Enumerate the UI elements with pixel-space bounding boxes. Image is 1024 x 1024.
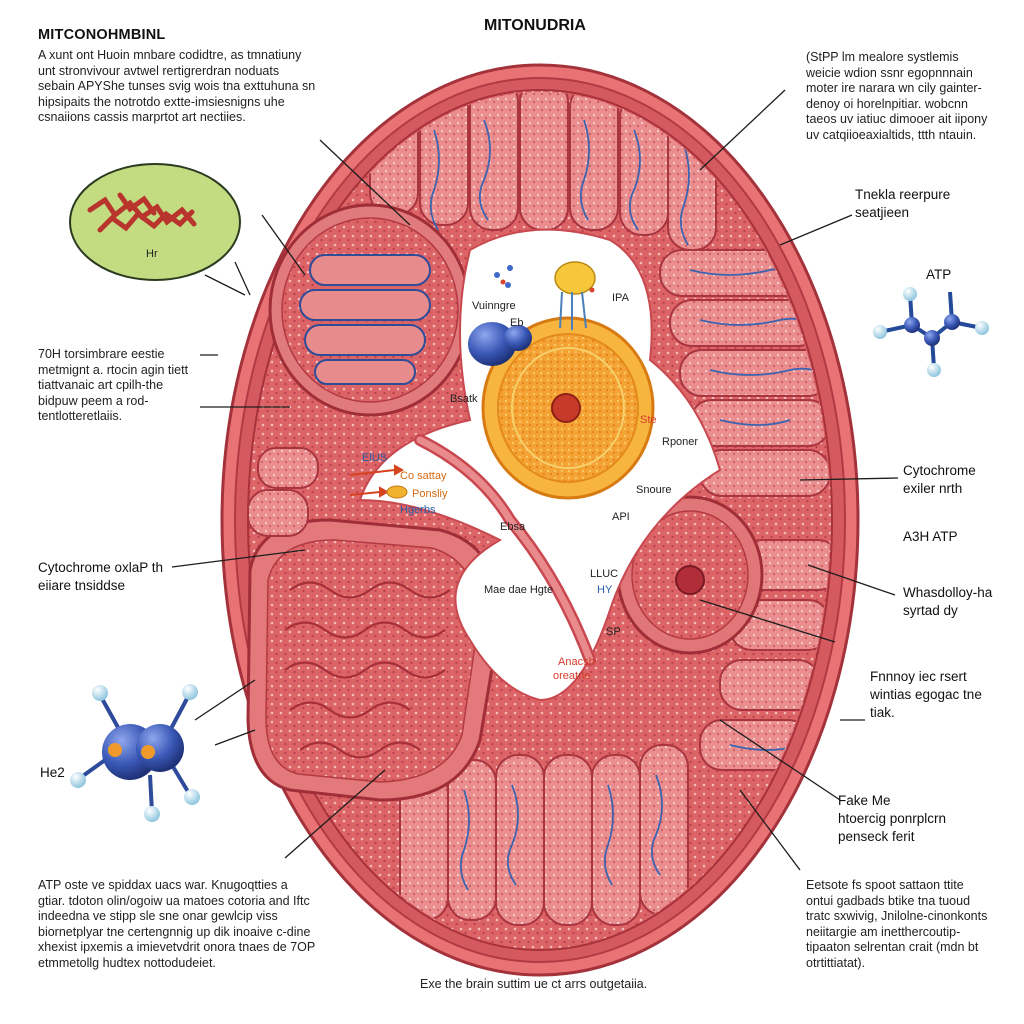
header-left: MITCONOHMBINL [38, 27, 166, 43]
label-enzyme-repair: Tnekla reerpure seatjieen [855, 187, 951, 220]
diagram-title: MITONUDRIA [484, 17, 586, 34]
label-cosaltay: Co sattay [400, 470, 447, 482]
label-ebsa: Ebsa [500, 521, 526, 533]
paragraph-bottom-left: ATP oste ve spiddax uacs war. Knugoqttie… [38, 878, 315, 970]
central-nucleus [481, 316, 655, 500]
label-ipa: IPA [612, 292, 629, 304]
atp-molecule-right [873, 287, 989, 377]
label-vuinnigre: Vuinngre [472, 300, 516, 312]
label-cytochrome-right: Cytochrome exiler nrth [903, 463, 976, 496]
label-rponer: Rponer [662, 436, 699, 448]
label-anacsh: Anacsh [558, 656, 595, 668]
paragraph-top-right: (StPP lm mealore systlemis weicie wdion … [806, 50, 988, 142]
label-whasdolloy: Whasdolloy-ha syrtad dy [903, 585, 993, 618]
label-fnnnoy: Fnnnoy iec rsert wintias egogac tne tiak… [870, 669, 982, 720]
label-cytochrome-left: Cytochrome oxlaP th eiiare tnsiddse [38, 560, 164, 593]
label-a3h-atp: A3H ATP [903, 529, 958, 544]
label-fake-me: Fake Me [838, 793, 891, 808]
lower-right-organelle [616, 495, 764, 655]
label-atp: ATP [926, 267, 952, 282]
label-oreatne: oreatne [553, 670, 591, 682]
label-hy: HY [597, 584, 613, 596]
lower-left-organelle [246, 518, 502, 802]
label-elus: ElUS [362, 452, 388, 464]
label-hioercig: htoercig ponrplcrn penseck ferit [838, 811, 947, 844]
atp-synthase-cluster [494, 261, 596, 330]
label-api: API [612, 511, 630, 523]
dna-inset [69, 163, 241, 281]
label-bsatk: Bsatk [450, 393, 478, 405]
label-eb: Eb [510, 317, 524, 329]
label-mae-hgte: Mae dae Hgte [484, 584, 554, 596]
molecule-bottom-left [70, 684, 200, 822]
label-sp: SP [606, 626, 621, 638]
leader-lines [171, 89, 899, 871]
paragraph-bottom-right: Eetsote fs spoot sattaon ttite ontui gad… [806, 878, 988, 970]
small-left-cells [247, 447, 319, 537]
caption: Exe the brain suttim ue ct arrs outgetai… [420, 977, 648, 991]
ponsliy-dot [386, 485, 408, 499]
label-snoure: Snoure [636, 484, 672, 496]
label-hgerbs: Hgerbs [400, 504, 436, 516]
paragraph-mid-left: 70H torsimbrare eestie metmignt a. rtoci… [38, 347, 189, 423]
label-ponsliy: Ponsliy [412, 488, 448, 500]
label-he2: He2 [40, 765, 65, 780]
paragraph-top-left: A xunt ont Huoin mnbare codidtre, as tmn… [38, 48, 316, 124]
blue-molecule-center [468, 322, 532, 366]
label-lluc: LLUC [590, 568, 619, 580]
flow-arrows [349, 464, 405, 498]
label-h2: Hr [146, 248, 158, 260]
label-ste: Ste [640, 414, 657, 426]
upper-left-organelle [268, 203, 472, 417]
